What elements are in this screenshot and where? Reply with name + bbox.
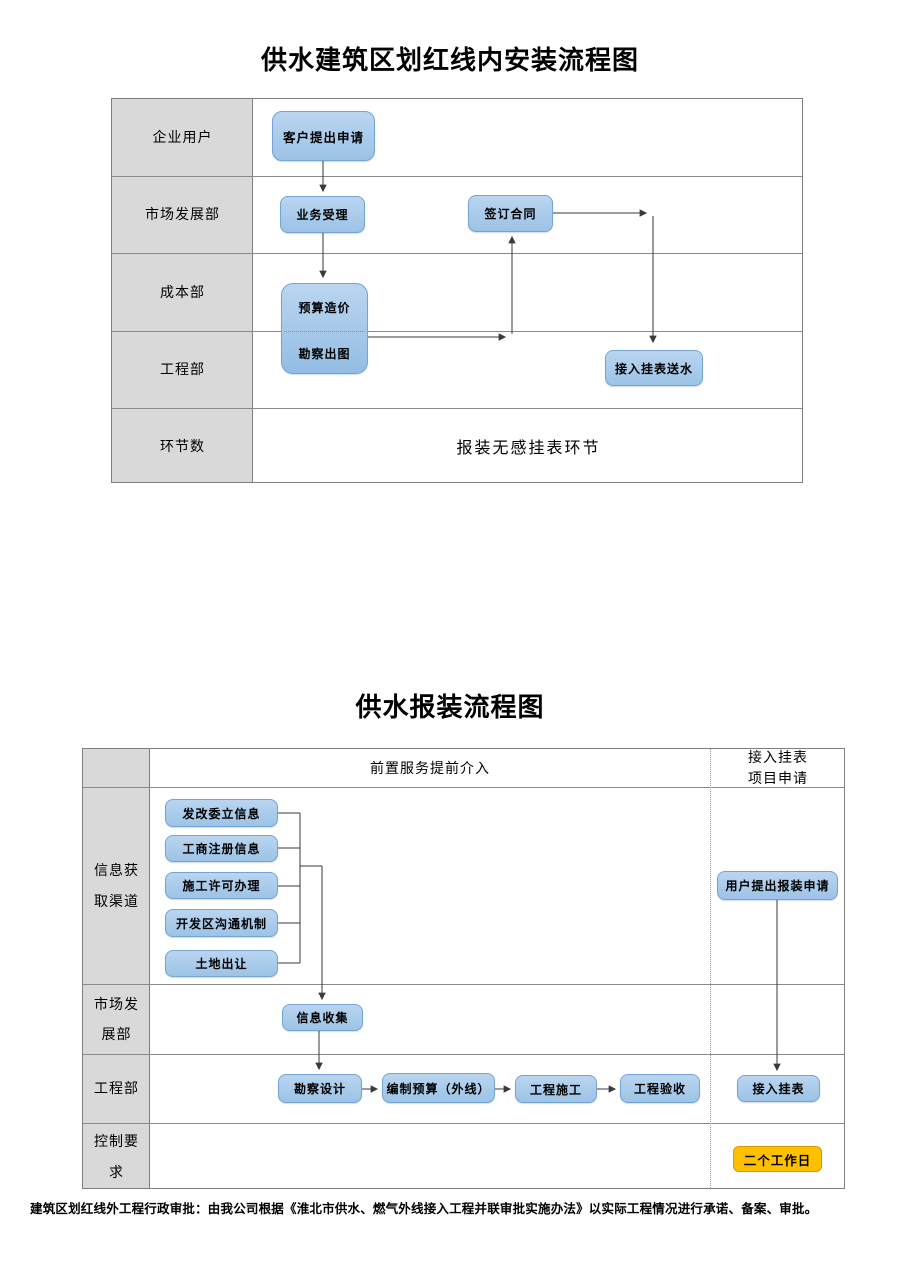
node-budget-survey-combo: 预算造价 勘察出图 [281,283,368,374]
chart1-row-label-step-count: 环节数 [160,437,205,454]
chart1-note: 报装无感挂表环节 [456,440,601,457]
node-construction-permit: 施工许可办理 [165,872,278,899]
node-survey-design: 勘察设计 [278,1074,362,1103]
node-info-collect: 信息收集 [282,1004,363,1031]
node-land-sale: 土地出让 [165,950,278,977]
chart2-row-divider [83,1123,844,1124]
chart2-header-meter-project: 接入挂表 项目申请 [748,749,808,786]
chart1-row-label-enterprise-user: 企业用户 [152,129,213,146]
chart2-header-pre-service: 前置服务提前介入 [370,759,490,776]
node-ndrc-info: 发改委立信息 [165,799,278,827]
chart2-row-label-control-req: 控制要 求 [94,1133,139,1180]
chart2-row-divider [83,787,844,788]
chart1-row-divider [112,176,802,177]
combo-divider [284,331,365,332]
chart2-dotted-column-divider [710,749,711,1188]
chart2-row-divider [83,984,844,985]
node-budget-estimate: 预算造价 [298,301,351,315]
chart1-row-label-market-dev: 市场发展部 [145,206,220,223]
chart1-row-divider [112,253,802,254]
node-acceptance: 工程验收 [620,1074,700,1103]
node-sign-contract: 签订合同 [468,195,553,232]
chart2-row-label-market-dev: 市场发 展部 [94,995,139,1042]
footer-note: 建筑区划红线外工程行政审批：由我公司根据《淮北市供水、燃气外线接入工程并联审批实… [30,1202,818,1216]
chart1-row-label-eng-dept: 工程部 [160,361,205,378]
node-customer-apply: 客户提出申请 [272,111,375,161]
chart2-title: 供水报装流程图 [355,692,545,722]
chart1-row-divider [112,331,802,332]
chart1-row-label-cost-dept: 成本部 [160,283,205,300]
node-construction: 工程施工 [515,1075,597,1103]
chart1-label-column [112,99,253,482]
chart2-row-label-info-channel: 信息获 取渠道 [94,862,139,909]
chart1-title: 供水建筑区划红线内安装流程图 [260,45,639,75]
node-survey-drawing: 勘察出图 [298,346,351,361]
node-business-registration: 工商注册信息 [165,835,278,862]
node-budget-outline: 编制预算（外线） [382,1073,495,1103]
node-meter-water-supply: 接入挂表送水 [605,350,703,386]
chart1-row-divider [112,408,802,409]
node-business-accept: 业务受理 [280,196,365,233]
node-user-apply: 用户提出报装申请 [717,871,838,900]
node-duration-two-workdays: 二个工作日 [733,1146,822,1172]
node-dev-zone-communication: 开发区沟通机制 [165,909,278,937]
chart2-row-label-eng-dept: 工程部 [94,1080,139,1097]
chart2-label-column [83,749,150,1188]
chart2-row-divider [83,1054,844,1055]
node-meter-connect: 接入挂表 [737,1075,820,1102]
chart1-table: 企业用户 市场发展部 成本部 工程部 环节数 报装无感挂表环节 [111,98,803,483]
